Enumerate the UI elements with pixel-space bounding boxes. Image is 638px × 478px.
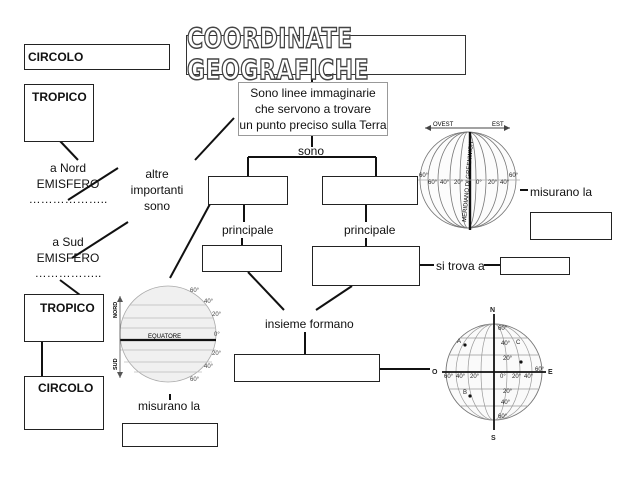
globe-right-lon-5: 40° bbox=[524, 374, 534, 380]
answer-box-insieme[interactable] bbox=[234, 354, 380, 382]
label-circolo-bottom: CIRCOLO bbox=[38, 381, 94, 395]
globe-right-b: B bbox=[463, 390, 467, 396]
altre-line-2: importanti bbox=[130, 183, 184, 197]
globe-left-deg-4: 20° bbox=[212, 351, 222, 357]
globe-right-lon-3: 0° bbox=[500, 374, 506, 380]
label-equatore: EQUATORE bbox=[148, 334, 181, 340]
globe-right-o: O bbox=[432, 369, 438, 376]
answer-box-right-line[interactable] bbox=[322, 176, 418, 205]
label-sono: sono bbox=[298, 144, 325, 158]
globe-right-lon-2: 20° bbox=[470, 374, 480, 380]
sud-line-2: EMISFERO bbox=[36, 251, 100, 265]
globe-top-deg-7: 60° bbox=[509, 173, 519, 179]
globe-left-deg-6: 60° bbox=[190, 377, 200, 383]
globe-right-lat-1: 40° bbox=[501, 341, 511, 347]
box-tropico-bottom[interactable] bbox=[24, 294, 104, 342]
globe-right-lat-4: 40° bbox=[501, 400, 511, 406]
answer-box-si-trova[interactable] bbox=[500, 257, 570, 275]
definition-line-1: Sono linee immaginarie bbox=[250, 86, 376, 100]
globe-left-deg-1: 40° bbox=[204, 299, 214, 305]
label-tropico-bottom: TROPICO bbox=[40, 301, 95, 315]
label-circolo-top: CIRCOLO bbox=[28, 50, 84, 64]
globe-right-e: E bbox=[548, 369, 553, 376]
globe-top-deg-0: 60° bbox=[419, 173, 429, 179]
globe-top-deg-2: 40° bbox=[440, 180, 450, 186]
label-misurano-bottom: misurano la bbox=[138, 399, 201, 413]
altre-line-1: altre bbox=[145, 167, 169, 181]
nord-line-1: a Nord bbox=[49, 161, 87, 175]
answer-box-misurano-right[interactable] bbox=[530, 212, 612, 240]
answer-box-misurano-bottom[interactable] bbox=[122, 423, 218, 447]
nord-dots: ……………….. bbox=[28, 192, 108, 206]
globe-right-lon-1: 40° bbox=[456, 374, 466, 380]
globe-right-c: C bbox=[516, 340, 521, 346]
title-banner: COORDINATE GEOGRAFICHE bbox=[186, 23, 466, 87]
definition-box bbox=[238, 82, 388, 136]
globe-top-deg-6: 40° bbox=[500, 180, 510, 186]
globe-right-lon-0: 60° bbox=[444, 374, 454, 380]
label-principale-right: principale bbox=[344, 223, 396, 237]
label-ovest: OVEST bbox=[433, 122, 454, 128]
line-left-box-globe bbox=[169, 203, 211, 279]
globe-right-lat-3: 20° bbox=[503, 389, 513, 395]
altre-line-3: sono bbox=[143, 199, 171, 213]
label-si-trova: si trova a bbox=[436, 259, 485, 273]
label-principale-left: principale bbox=[222, 223, 274, 237]
globe-top-deg-5: 20° bbox=[488, 180, 498, 186]
box-circolo-bottom[interactable] bbox=[24, 376, 104, 430]
globe-right-n: N bbox=[490, 307, 495, 314]
label-sud: SUD bbox=[113, 358, 119, 370]
globe-right-lat-2: 20° bbox=[503, 356, 513, 362]
globe-right-lon-4: 20° bbox=[512, 374, 522, 380]
globe-left-deg-0: 60° bbox=[190, 288, 200, 294]
box-circolo-top[interactable] bbox=[24, 44, 170, 70]
globe-top-deg-4: 0° bbox=[476, 180, 482, 186]
answer-box-left-line[interactable] bbox=[208, 176, 288, 205]
definition-line-3: un punto preciso sulla Terra bbox=[239, 118, 387, 132]
globe-right-s: S bbox=[491, 435, 496, 442]
label-est: EST bbox=[492, 122, 504, 128]
answer-box-principal-parallel[interactable] bbox=[202, 245, 282, 272]
box-tropico-top[interactable] bbox=[24, 84, 94, 142]
globe-right-lat-5: 60° bbox=[498, 414, 508, 420]
sud-dots: …………….. bbox=[34, 266, 102, 280]
label-insieme: insieme formano bbox=[265, 317, 354, 331]
page-title: COORDINATE GEOGRAFICHE bbox=[186, 23, 370, 87]
globe-right-lon-6: 60° bbox=[535, 367, 545, 373]
globe-left-deg-2: 20° bbox=[212, 312, 222, 318]
answer-box-principal-meridian[interactable] bbox=[312, 246, 420, 286]
definition-line-2: che servono a trovare bbox=[254, 102, 372, 116]
globe-left-deg-3: 0° bbox=[214, 332, 220, 338]
nord-line-2: EMISFERO bbox=[36, 177, 100, 191]
label-misurano-right: misurano la bbox=[530, 185, 593, 199]
sud-line-1: a Sud bbox=[52, 235, 84, 249]
globe-top-deg-1: 60° bbox=[428, 180, 438, 186]
globe-top-deg-3: 20° bbox=[454, 180, 464, 186]
label-tropico-top: TROPICO bbox=[32, 90, 87, 104]
label-nord: NORD bbox=[113, 302, 119, 318]
globe-right-lat-0: 60° bbox=[498, 326, 508, 332]
line-def-altre bbox=[194, 117, 235, 161]
globe-left-deg-5: 40° bbox=[204, 364, 214, 370]
globe-right-a: A bbox=[457, 339, 461, 345]
